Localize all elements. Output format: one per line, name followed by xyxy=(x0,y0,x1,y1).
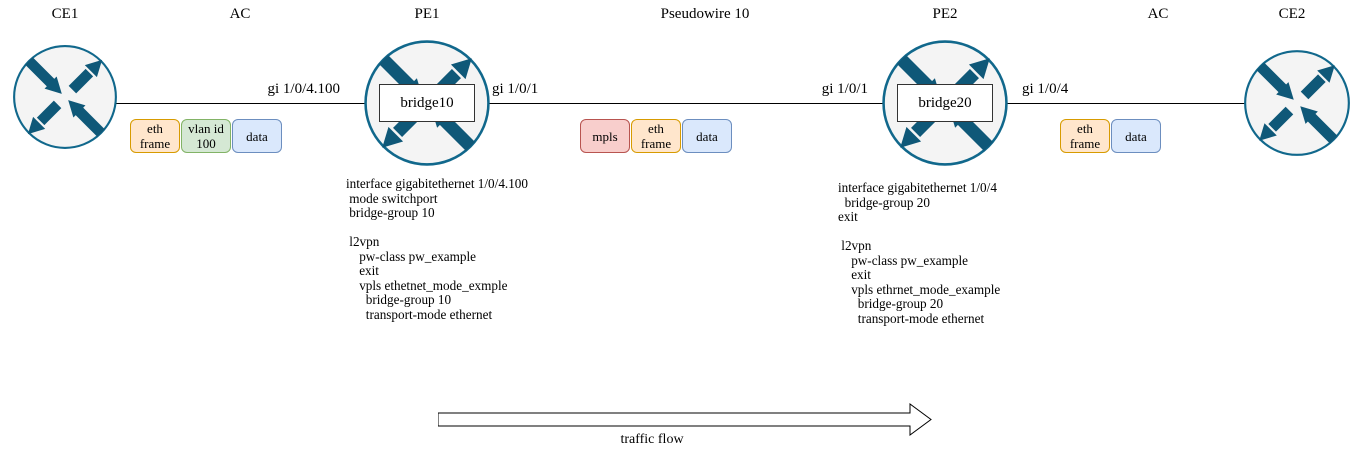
label-ce1: CE1 xyxy=(51,6,79,22)
label-ac-right: AC xyxy=(1147,6,1169,22)
frame-box-data: data xyxy=(682,119,732,153)
config-pe1: interface gigabitethernet 1/0/4.100 mode… xyxy=(346,176,528,322)
link-ce1-pe1 xyxy=(65,103,427,104)
router-ce1 xyxy=(12,44,118,150)
if-label-gi104100: gi 1/0/4.100 xyxy=(267,81,340,97)
if-label-gi104: gi 1/0/4 xyxy=(1022,81,1069,97)
label-pe2: PE2 xyxy=(932,6,958,22)
label-ac-left: AC xyxy=(229,6,251,22)
router-icon xyxy=(1244,50,1350,156)
frame-box-data: data xyxy=(1111,119,1161,153)
if-label-gi101-pe2: gi 1/0/1 xyxy=(821,81,868,97)
frame-stack-ac-left: eth frame vlan id 100 data xyxy=(130,119,282,153)
frame-box-eth: eth frame xyxy=(631,119,681,153)
link-pe1-pe2 xyxy=(427,103,945,104)
if-label-gi101-pe1: gi 1/0/1 xyxy=(492,81,539,97)
bridge10-box: bridge10 xyxy=(379,84,475,122)
label-ce2: CE2 xyxy=(1278,6,1306,22)
link-pe2-ce2 xyxy=(945,103,1297,104)
frame-box-eth: eth frame xyxy=(1060,119,1110,153)
frame-box-vlan: vlan id 100 xyxy=(181,119,231,153)
frame-box-data: data xyxy=(232,119,282,153)
frame-stack-pseudowire: mpls eth frame data xyxy=(580,119,732,153)
bridge20-box: bridge20 xyxy=(897,84,993,122)
label-pe1: PE1 xyxy=(414,6,440,22)
frame-box-mpls: mpls xyxy=(580,119,630,153)
frame-box-eth: eth frame xyxy=(130,119,180,153)
label-pseudowire: Pseudowire 10 xyxy=(660,6,750,22)
router-ce2 xyxy=(1243,49,1351,157)
traffic-flow-arrow xyxy=(438,403,932,436)
frame-stack-ac-right: eth frame data xyxy=(1060,119,1161,153)
router-icon xyxy=(13,45,117,149)
traffic-flow-label: traffic flow xyxy=(620,432,684,447)
config-pe2: interface gigabitethernet 1/0/4 bridge-g… xyxy=(838,180,1001,326)
